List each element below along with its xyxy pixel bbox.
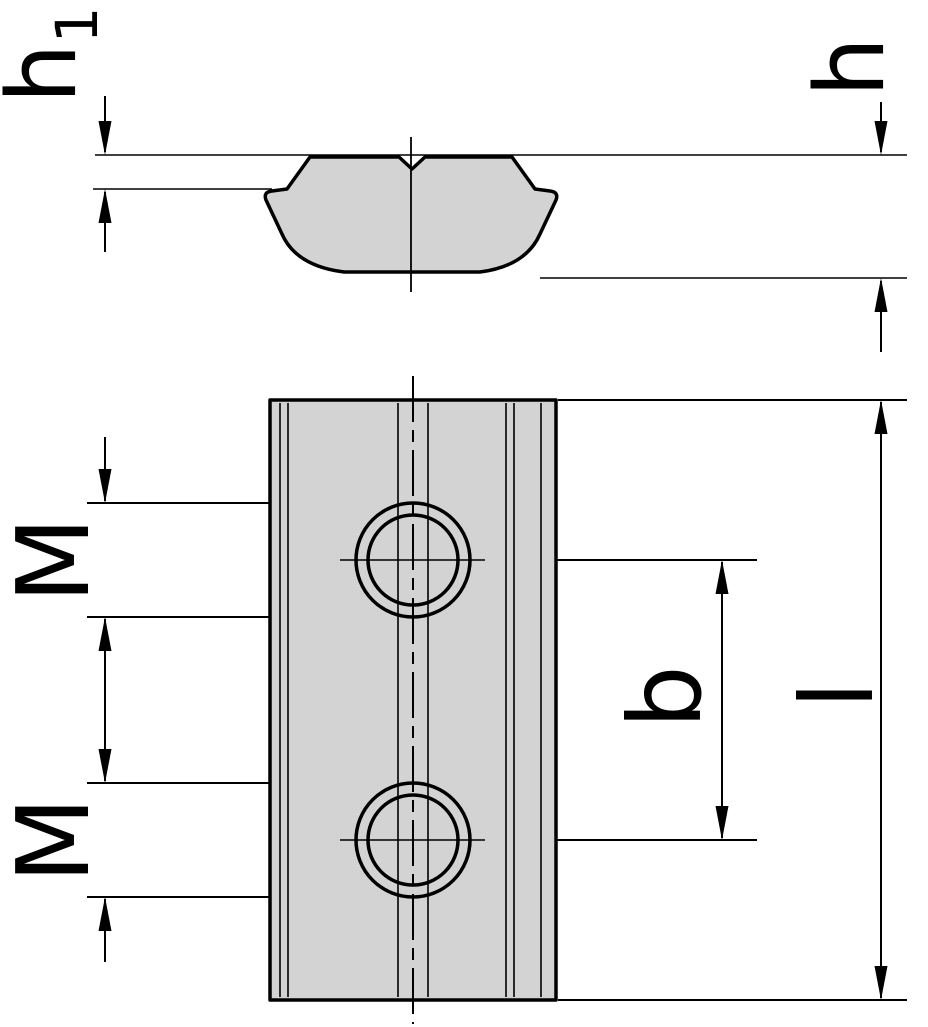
arrowhead-down	[874, 121, 888, 155]
arrowhead-down	[98, 121, 112, 155]
label-h1-sub: 1	[43, 6, 111, 43]
label-h1-base: h	[0, 43, 98, 103]
dimension-m-top	[87, 437, 270, 781]
label-m-bottom: M	[0, 797, 112, 883]
label-l: l	[779, 681, 896, 709]
arrowhead-down	[715, 806, 729, 840]
arrowhead-up	[715, 560, 729, 594]
arrowhead-down	[874, 966, 888, 1000]
dimension-l	[558, 399, 907, 1001]
arrowhead-up	[98, 897, 112, 931]
arrowhead-up	[98, 617, 112, 651]
section-view: h1 h	[0, 6, 907, 352]
dimension-h	[874, 102, 888, 352]
arrowhead-down	[98, 749, 112, 783]
label-h: h	[796, 37, 906, 97]
arrowhead-down	[98, 469, 112, 503]
label-b: b	[607, 665, 724, 728]
label-m-top: M	[0, 517, 112, 603]
dimension-h1	[98, 96, 112, 252]
dimension-b	[556, 559, 757, 841]
plan-view: M M b l	[0, 376, 907, 1024]
arrowhead-up	[874, 278, 888, 312]
label-h1: h1	[0, 6, 111, 103]
arrowhead-up	[98, 189, 112, 223]
dimension-m-bottom	[87, 749, 270, 962]
arrowhead-up	[874, 400, 888, 434]
